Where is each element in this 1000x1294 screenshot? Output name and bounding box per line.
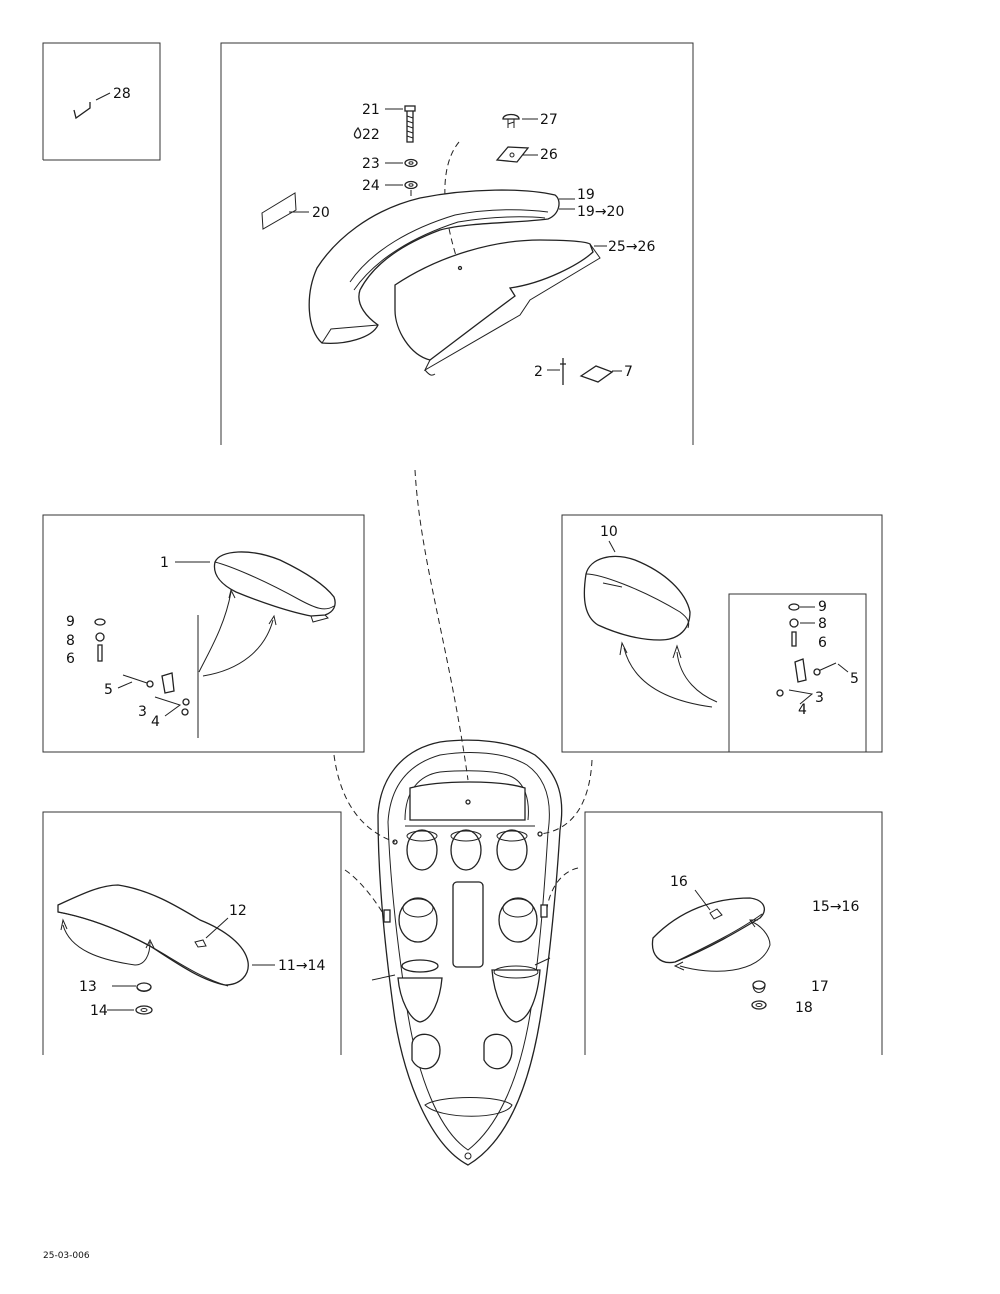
snap-fastener-part: [107, 982, 153, 1015]
storage-cover-part: [394, 239, 607, 376]
frame-box-left-middle: [42, 514, 365, 753]
frame-box-left-bottom: [42, 811, 342, 1055]
label-9-left: 9: [66, 614, 75, 630]
pad-part: [579, 365, 622, 383]
label-8-left: 8: [66, 633, 75, 649]
grab-handle-part: [308, 189, 575, 344]
screw-part: [385, 105, 416, 143]
label-1: 1: [160, 555, 169, 571]
label-4-right: 4: [798, 702, 807, 718]
label-23: 23: [362, 156, 380, 172]
label-9-right: 9: [818, 599, 827, 615]
label-7: 7: [624, 364, 633, 380]
wire-tie-part: [73, 92, 111, 120]
label-15-to-16: 15→16: [812, 899, 859, 915]
label-5-right: 5: [850, 671, 859, 687]
washer-part: [385, 158, 418, 168]
drop-icon: [353, 126, 362, 139]
frame-box-top: [220, 42, 694, 445]
label-24: 24: [362, 178, 380, 194]
bracket-right: [776, 658, 849, 705]
label-10: 10: [600, 524, 618, 540]
label-28: 28: [113, 86, 131, 102]
frame-box-28: [42, 42, 161, 161]
cushion-part: [175, 551, 336, 623]
label-22: 22: [362, 127, 380, 143]
label-21: 21: [362, 102, 380, 118]
seat-cushion-part: [57, 884, 275, 987]
label-5-left: 5: [104, 682, 113, 698]
label-27: 27: [540, 112, 558, 128]
bracket-left: [117, 672, 190, 717]
label-14: 14: [90, 1003, 108, 1019]
backrest-cushion-part: [583, 540, 691, 641]
label-13: 13: [79, 979, 97, 995]
label-4-left: 4: [151, 714, 160, 730]
label-19-to-20: 19→20: [577, 204, 624, 220]
label-16: 16: [670, 874, 688, 890]
snap-fastener-right-part: [751, 980, 767, 1010]
label-3-right: 3: [815, 690, 824, 706]
frame-box-right-middle: [561, 514, 883, 753]
label-2: 2: [534, 364, 543, 380]
label-18: 18: [795, 1000, 813, 1016]
label-8-right: 8: [818, 616, 827, 632]
label-12: 12: [229, 903, 247, 919]
label-25-to-26: 25→26: [608, 239, 655, 255]
decal-part: [261, 192, 309, 230]
push-rivet-part: [502, 113, 538, 128]
clip-plate-part: [495, 146, 538, 163]
frame-box-right-bottom: [584, 811, 883, 1055]
side-cushion-part: [651, 889, 765, 964]
nut-part: [385, 180, 418, 190]
label-17: 17: [811, 979, 829, 995]
drawing-code: 25-03-006: [43, 1251, 90, 1261]
label-3-left: 3: [138, 704, 147, 720]
label-6-right: 6: [818, 635, 827, 651]
screw-stack-right: [788, 603, 815, 647]
label-6-left: 6: [66, 651, 75, 667]
screw-stack-left: [94, 618, 106, 662]
label-26: 26: [540, 147, 558, 163]
label-19: 19: [577, 187, 595, 203]
boat-hull-outline: [371, 739, 563, 1166]
fastener-pin-part: [547, 358, 566, 385]
label-20: 20: [312, 205, 330, 221]
label-11-to-14: 11→14: [278, 958, 325, 974]
